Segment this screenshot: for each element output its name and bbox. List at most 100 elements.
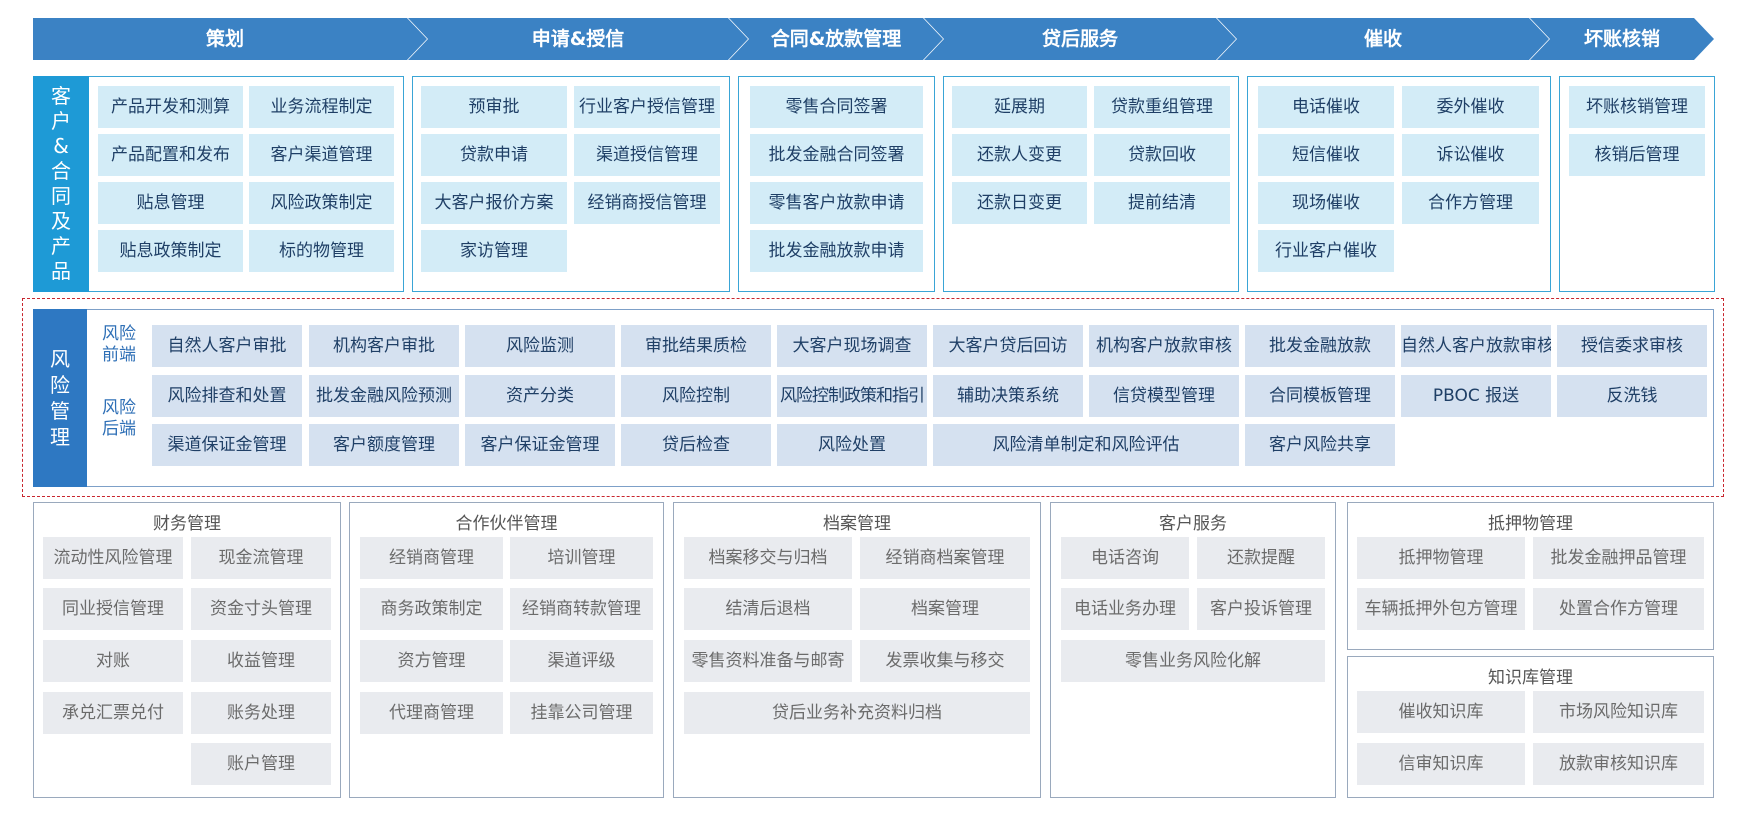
group-title: 知识库管理 xyxy=(1488,668,1573,688)
partner-item: 经销商转款管理 xyxy=(510,588,653,630)
risk-item: 渠道保证金管理 xyxy=(152,424,302,466)
phase-arrow-write-off: 坏账核销 xyxy=(1530,18,1714,60)
customer-item: 贴息管理 xyxy=(98,182,243,224)
group-title: 档案管理 xyxy=(823,514,891,534)
partner-item: 挂靠公司管理 xyxy=(510,692,653,734)
service-item: 电话咨询 xyxy=(1061,537,1189,579)
arrow-shape xyxy=(408,18,748,60)
service-item: 还款提醒 xyxy=(1197,537,1325,579)
archive-item: 零售资料准备与邮寄 xyxy=(684,640,852,682)
finance-item: 账务处理 xyxy=(191,692,331,734)
customer-item: 零售合同签署 xyxy=(750,86,923,128)
archive-item: 发票收集与移交 xyxy=(860,640,1030,682)
risk-item: 风险控制政策和指引 xyxy=(777,375,927,417)
archive-item: 结清后退档 xyxy=(684,588,852,630)
service-item: 零售业务风险化解 xyxy=(1061,640,1325,682)
partner-item: 培训管理 xyxy=(510,537,653,579)
customer-item: 批发金融合同签署 xyxy=(750,134,923,176)
customer-item: 还款人变更 xyxy=(952,134,1087,176)
phase-label: 催收 xyxy=(1363,28,1402,50)
customer-item: 诉讼催收 xyxy=(1402,134,1539,176)
partner-item: 资方管理 xyxy=(360,640,503,682)
risk-item: 机构客户放款审核 xyxy=(1089,325,1239,367)
risk-back-label: 风险后端 xyxy=(102,398,136,439)
phase-label: 申请&授信 xyxy=(531,28,625,50)
customer-sidebar: 客户&合同及产品 xyxy=(33,76,89,292)
customer-item: 委外催收 xyxy=(1402,86,1539,128)
risk-sidebar-label: 风险管理 xyxy=(50,347,70,449)
customer-item: 风险政策制定 xyxy=(249,182,394,224)
risk-item: 机构客户审批 xyxy=(309,325,459,367)
archive-item: 档案管理 xyxy=(860,588,1030,630)
customer-item: 贷款申请 xyxy=(421,134,567,176)
partner-item: 商务政策制定 xyxy=(360,588,503,630)
risk-item: 风险处置 xyxy=(777,424,927,466)
customer-group-post-loan xyxy=(943,76,1239,292)
customer-item: 业务流程制定 xyxy=(249,86,394,128)
finance-item: 承兑汇票兑付 xyxy=(43,692,183,734)
customer-item: 行业客户授信管理 xyxy=(574,86,720,128)
phase-label: 合同&放款管理 xyxy=(770,28,902,50)
finance-item: 账户管理 xyxy=(191,743,331,785)
risk-item: 自然人客户放款审核 xyxy=(1401,325,1551,367)
phase-arrow-planning: 策划 xyxy=(33,18,427,60)
service-item: 客户投诉管理 xyxy=(1197,588,1325,630)
customer-item: 预审批 xyxy=(421,86,567,128)
knowledge-item: 催收知识库 xyxy=(1357,691,1525,733)
group-title: 抵押物管理 xyxy=(1488,514,1573,534)
group-title: 合作伙伴管理 xyxy=(455,514,558,534)
risk-item: 自然人客户审批 xyxy=(152,325,302,367)
partner-item: 经销商管理 xyxy=(360,537,503,579)
partner-item: 渠道评级 xyxy=(510,640,653,682)
collateral-group: 抵押物管理 xyxy=(1347,502,1714,650)
customer-item: 贴息政策制定 xyxy=(98,230,243,272)
collateral-item: 批发金融押品管理 xyxy=(1533,537,1704,579)
risk-item: 客户保证金管理 xyxy=(465,424,615,466)
customer-item: 行业客户催收 xyxy=(1258,230,1394,272)
customer-item: 还款日变更 xyxy=(952,182,1087,224)
finance-item: 资金寸头管理 xyxy=(191,588,331,630)
collateral-item: 车辆抵押外包方管理 xyxy=(1357,588,1525,630)
phase-arrow-contract: 合同&放款管理 xyxy=(729,18,943,60)
group-title: 客户服务 xyxy=(1159,514,1227,534)
customer-service-group: 客户服务 xyxy=(1050,502,1336,798)
customer-item: 提前结清 xyxy=(1094,182,1230,224)
risk-item: 审批结果质检 xyxy=(621,325,771,367)
phase-arrow-post-loan: 贷后服务 xyxy=(924,18,1236,60)
risk-item: 风险清单制定和风险评估 xyxy=(933,424,1239,466)
customer-item: 客户渠道管理 xyxy=(249,134,394,176)
partner-group: 合作伙伴管理 xyxy=(349,502,664,798)
group-title: 财务管理 xyxy=(153,514,221,534)
archive-group: 档案管理 xyxy=(673,502,1041,798)
finance-item: 收益管理 xyxy=(191,640,331,682)
collateral-item: 处置合作方管理 xyxy=(1533,588,1704,630)
risk-item: PBOC 报送 xyxy=(1401,375,1551,417)
customer-item: 标的物管理 xyxy=(249,230,394,272)
customer-item: 延展期 xyxy=(952,86,1087,128)
customer-item: 零售客户放款申请 xyxy=(750,182,923,224)
customer-item: 产品开发和测算 xyxy=(98,86,243,128)
customer-item: 大客户报价方案 xyxy=(421,182,567,224)
risk-item: 风险排查和处置 xyxy=(152,375,302,417)
risk-item: 风险控制 xyxy=(621,375,771,417)
risk-item: 合同模板管理 xyxy=(1245,375,1395,417)
risk-item: 贷后检查 xyxy=(621,424,771,466)
customer-item: 合作方管理 xyxy=(1402,182,1539,224)
risk-item: 批发金融风险预测 xyxy=(309,375,459,417)
risk-item: 资产分类 xyxy=(465,375,615,417)
risk-item: 客户额度管理 xyxy=(309,424,459,466)
collateral-item: 抵押物管理 xyxy=(1357,537,1525,579)
risk-item: 大客户贷后回访 xyxy=(933,325,1083,367)
knowledge-item: 信审知识库 xyxy=(1357,743,1525,785)
finance-item: 现金流管理 xyxy=(191,537,331,579)
customer-item: 经销商授信管理 xyxy=(574,182,720,224)
phase-label: 贷后服务 xyxy=(1041,28,1118,50)
arrow-shape xyxy=(1217,18,1549,60)
finance-item: 对账 xyxy=(43,640,183,682)
archive-item: 档案移交与归档 xyxy=(684,537,852,579)
risk-item: 辅助决策系统 xyxy=(933,375,1083,417)
archive-item: 经销商档案管理 xyxy=(860,537,1030,579)
risk-sidebar: 风险管理 xyxy=(33,309,87,487)
customer-item: 现场催收 xyxy=(1258,182,1394,224)
phase-label: 坏账核销 xyxy=(1583,28,1660,50)
